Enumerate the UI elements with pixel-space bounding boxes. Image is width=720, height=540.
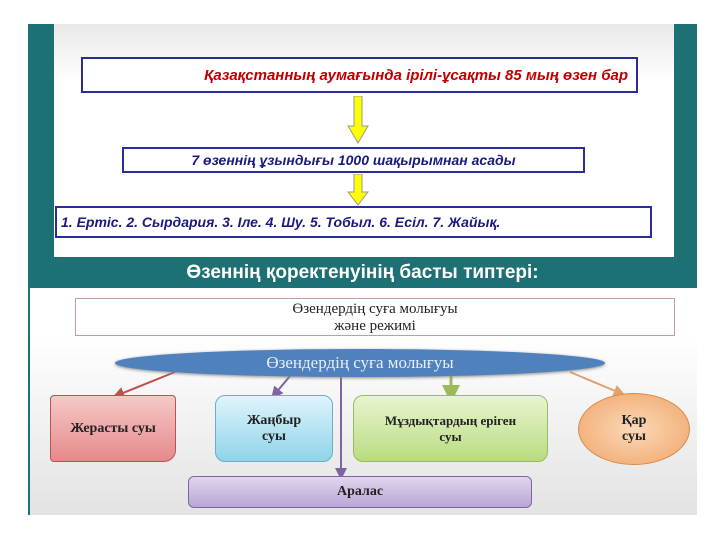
arrow-down-icon — [347, 96, 369, 144]
node-mixed: Аралас — [188, 476, 532, 508]
header-line: және режимі — [334, 318, 416, 334]
fact-text: Қазақстанның аумағында ірілі-ұсақты 85 м… — [204, 66, 628, 84]
node-snow: Қар суы — [578, 393, 690, 465]
node-groundwater: Жерасты суы — [50, 395, 176, 462]
node-glacier: Мұздықтардың еріген суы — [353, 395, 548, 462]
header-line: Өзендердің суға молығуы — [292, 301, 458, 317]
fact-box-river-list: 1. Ертіс. 2. Сырдария. 3. Іле. 4. Шу. 5.… — [55, 206, 652, 238]
node-rain: Жаңбыр суы — [215, 395, 333, 462]
arrow-down-icon — [347, 174, 369, 206]
fact-text: 7 өзеннің ұзындығы 1000 шақырымнан асады — [191, 152, 516, 168]
fact-box-rivers-count: Қазақстанның аумағында ірілі-ұсақты 85 м… — [81, 57, 638, 93]
center-node: Өзендердің суға молығуы — [115, 349, 605, 377]
river-list-text: 1. Ертіс. 2. Сырдария. 3. Іле. 4. Шу. 5.… — [61, 214, 501, 230]
fact-box-long-rivers: 7 өзеннің ұзындығы 1000 шақырымнан асады — [122, 147, 585, 173]
diagram-header: Өзендердің суға молығуы және режимі — [75, 298, 675, 336]
section-heading: Өзеннің қоректенуінің басты типтері: — [186, 262, 539, 283]
